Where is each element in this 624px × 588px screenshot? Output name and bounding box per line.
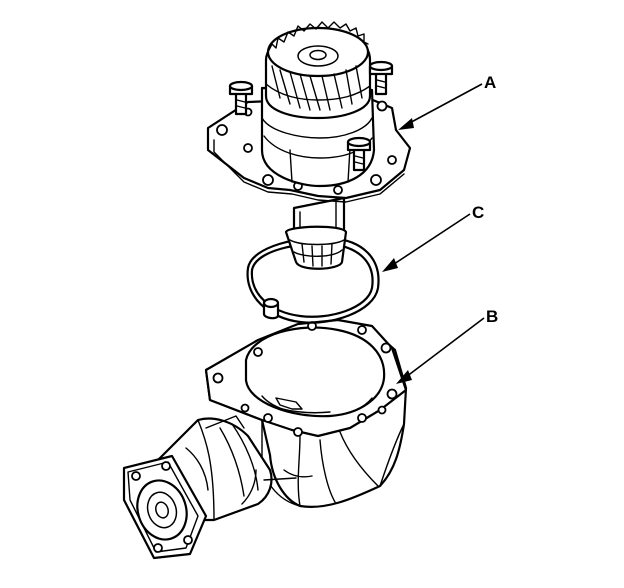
label-c: C bbox=[472, 203, 484, 222]
label-b: B bbox=[486, 307, 498, 326]
callout-c: C bbox=[382, 203, 484, 272]
bolt-front bbox=[346, 136, 372, 172]
callout-b: B bbox=[396, 307, 498, 384]
carrier-assembly-a bbox=[206, 21, 412, 270]
callout-a: A bbox=[398, 73, 496, 130]
label-a: A bbox=[484, 73, 496, 92]
bolt-left bbox=[228, 80, 254, 116]
dowel-pin bbox=[262, 297, 280, 320]
housing-b bbox=[122, 318, 408, 560]
bolt-right bbox=[368, 60, 394, 96]
